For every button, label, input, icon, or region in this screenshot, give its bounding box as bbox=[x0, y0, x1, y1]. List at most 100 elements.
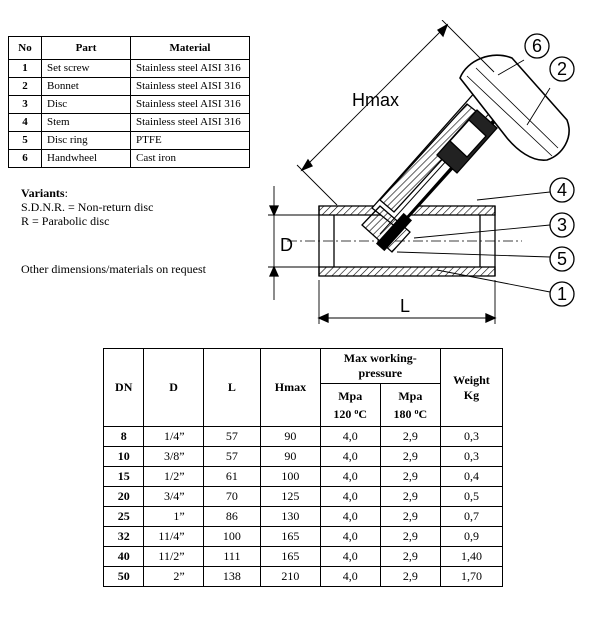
parts-cell-part: Bonnet bbox=[41, 77, 131, 96]
dim-cell-p180: 2,9 bbox=[379, 426, 441, 447]
parts-cell-part: Disc bbox=[41, 95, 131, 114]
dim-cell-p120: 4,0 bbox=[319, 486, 381, 507]
d-dimension-label: D bbox=[280, 235, 293, 255]
dim-cell-dn: 32 bbox=[102, 526, 145, 547]
dim-cell-l: 86 bbox=[202, 506, 262, 527]
mpa-label-120: Mpa bbox=[338, 388, 363, 403]
dim-cell-d: 3/4” bbox=[143, 486, 204, 507]
header-d: D bbox=[143, 348, 204, 427]
dim-cell-d: 3/8” bbox=[143, 446, 204, 467]
dim-cell-p120: 4,0 bbox=[319, 426, 381, 447]
callout-1 bbox=[549, 281, 575, 307]
dim-cell-kg: 0,3 bbox=[439, 426, 504, 447]
variants-heading: Variants bbox=[21, 186, 65, 200]
dim-cell-hmax: 130 bbox=[260, 506, 321, 527]
dim-cell-p120: 4,0 bbox=[319, 546, 381, 567]
dim-cell-kg: 0,3 bbox=[439, 446, 504, 467]
variants-note: Variants: S.D.N.R. = Non-return disc R =… bbox=[21, 186, 153, 228]
dim-cell-d: 11/4” bbox=[143, 526, 204, 547]
parts-header-material: Material bbox=[130, 36, 250, 60]
callout-2-label: 2 bbox=[557, 59, 567, 79]
degree-180: o bbox=[414, 406, 419, 416]
parts-cell-material: Stainless steel AISI 316 bbox=[130, 113, 250, 132]
unit-120: C bbox=[358, 406, 368, 421]
dim-header-row-1: DN D L Hmax Max working-pressure Weight … bbox=[102, 348, 504, 427]
dim-cell-hmax: 100 bbox=[260, 466, 321, 487]
parts-cell-no: 4 bbox=[8, 113, 42, 132]
temp-120: 120 bbox=[333, 406, 352, 421]
dim-cell-l: 61 bbox=[202, 466, 262, 487]
dim-cell-kg: 0,4 bbox=[439, 466, 504, 487]
callout-3-label: 3 bbox=[557, 215, 567, 235]
dim-cell-kg: 0,5 bbox=[439, 486, 504, 507]
callout-3 bbox=[549, 212, 575, 238]
header-l: L bbox=[202, 348, 262, 427]
dim-cell-p120: 4,0 bbox=[319, 526, 381, 547]
dim-cell-d: 11/2” bbox=[143, 546, 204, 567]
header-mpa-120: Mpa 120 oC bbox=[319, 383, 381, 427]
dim-cell-p180: 2,9 bbox=[379, 566, 441, 587]
dim-cell-p120: 4,0 bbox=[319, 506, 381, 527]
header-weight: Weight Kg bbox=[439, 348, 504, 427]
dim-cell-kg: 1,40 bbox=[439, 546, 504, 567]
parts-cell-material: Cast iron bbox=[130, 149, 250, 168]
variants-colon: : bbox=[64, 186, 68, 200]
parts-cell-part: Handwheel bbox=[41, 149, 131, 168]
dim-cell-p120: 4,0 bbox=[319, 566, 381, 587]
header-pressure-group: Max working-pressure bbox=[319, 348, 441, 384]
callout-4 bbox=[549, 177, 575, 203]
callout-5 bbox=[549, 246, 575, 272]
callout-6 bbox=[524, 33, 550, 59]
dim-cell-l: 100 bbox=[202, 526, 262, 547]
dim-cell-l: 138 bbox=[202, 566, 262, 587]
parts-cell-part: Disc ring bbox=[41, 131, 131, 150]
dim-cell-dn: 15 bbox=[102, 466, 145, 487]
dimensions-table: DN D L Hmax Max working-pressure Weight … bbox=[102, 348, 504, 587]
dim-header-row-2: Mpa 120 oC Mpa 180 oC bbox=[104, 383, 503, 427]
dim-cell-dn: 8 bbox=[102, 426, 145, 447]
body-bottom-wall bbox=[318, 266, 496, 277]
dim-cell-hmax: 210 bbox=[260, 566, 321, 587]
header-hmax: Hmax bbox=[260, 348, 321, 427]
dim-cell-d: 1/4” bbox=[143, 426, 204, 447]
parts-cell-no: 5 bbox=[8, 131, 42, 150]
callout-1-label: 1 bbox=[557, 284, 567, 304]
dim-cell-dn: 20 bbox=[102, 486, 145, 507]
header-mpa-180: Mpa 180 oC bbox=[379, 383, 441, 427]
dim-cell-hmax: 90 bbox=[260, 426, 321, 447]
parts-header-no: No bbox=[8, 36, 42, 60]
callout-4-label: 4 bbox=[557, 180, 567, 200]
parts-cell-material: Stainless steel AISI 316 bbox=[130, 77, 250, 96]
parts-cell-part: Set screw bbox=[41, 59, 131, 78]
parts-header-part: Part bbox=[41, 36, 131, 60]
dim-cell-l: 111 bbox=[202, 546, 262, 567]
callout-6-label: 6 bbox=[532, 36, 542, 56]
dim-cell-hmax: 125 bbox=[260, 486, 321, 507]
dim-cell-d: 1” bbox=[143, 506, 204, 527]
dim-cell-dn: 40 bbox=[102, 546, 145, 567]
dim-cell-p180: 2,9 bbox=[379, 526, 441, 547]
parts-cell-no: 2 bbox=[8, 77, 42, 96]
parts-cell-no: 3 bbox=[8, 95, 42, 114]
dim-cell-dn: 50 bbox=[102, 566, 145, 587]
parts-cell-no: 1 bbox=[8, 59, 42, 78]
dim-cell-p180: 2,9 bbox=[379, 446, 441, 467]
header-dn: DN bbox=[102, 348, 145, 427]
parts-header-row: No Part Material bbox=[8, 36, 250, 60]
dim-cell-l: 57 bbox=[202, 446, 262, 467]
